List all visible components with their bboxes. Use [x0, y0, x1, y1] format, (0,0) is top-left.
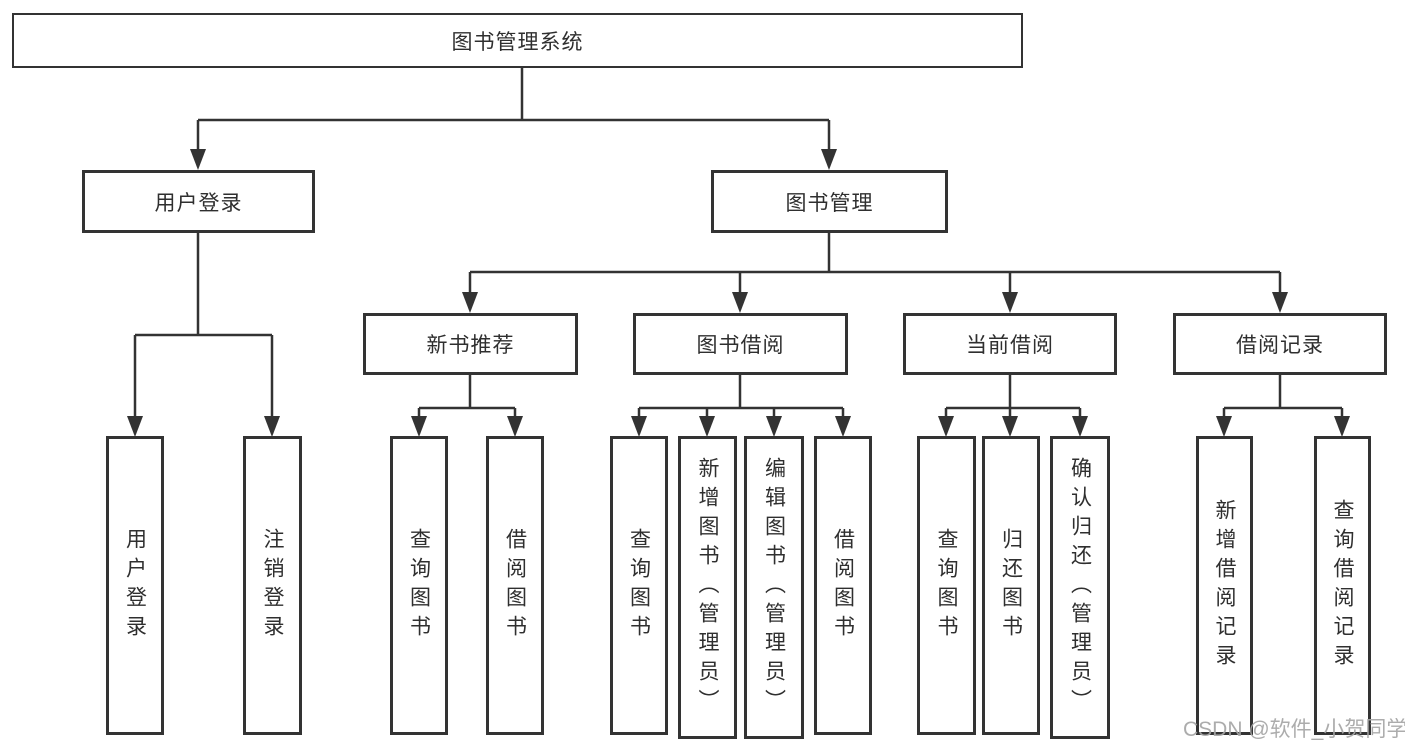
leaf-label: 编辑图书（管理员）: [762, 457, 786, 718]
node-label: 图书管理: [785, 191, 874, 215]
leaf-add-borrow-record: 新增借阅记录: [1196, 436, 1253, 735]
node-user-login: 用户登录: [82, 170, 315, 233]
leaf-label: 借阅图书: [831, 527, 855, 644]
leaf-confirm-return-admin: 确认归还（管理员）: [1050, 436, 1110, 739]
leaf-label: 注销登录: [261, 527, 284, 644]
leaf-query-books-borrowing: 查询图书: [610, 436, 668, 735]
node-label: 用户登录: [154, 191, 243, 215]
leaf-return-books: 归还图书: [982, 436, 1040, 735]
node-new-book-recommendation: 新书推荐: [363, 313, 578, 375]
leaf-label: 查询借阅记录: [1331, 498, 1354, 673]
leaf-query-books-recommend: 查询图书: [390, 436, 448, 735]
leaf-add-books-admin: 新增图书（管理员）: [678, 436, 737, 739]
node-book-borrowing: 图书借阅: [633, 313, 848, 375]
leaf-edit-books-admin: 编辑图书（管理员）: [744, 436, 804, 739]
leaf-borrow-books-borrowing: 借阅图书: [814, 436, 872, 735]
node-label: 新书推荐: [426, 334, 515, 357]
leaf-user-login: 用户登录: [106, 436, 164, 735]
node-book-management: 图书管理: [711, 170, 948, 233]
leaf-label: 查询图书: [407, 527, 431, 644]
leaf-query-borrow-record: 查询借阅记录: [1314, 436, 1371, 735]
leaf-label: 确认归还（管理员）: [1068, 457, 1092, 718]
node-borrowing-records: 借阅记录: [1173, 313, 1387, 375]
leaf-logout: 注销登录: [243, 436, 302, 735]
node-current-borrowing: 当前借阅: [903, 313, 1117, 375]
leaf-label: 查询图书: [627, 527, 651, 644]
csdn-watermark: CSDN @软件_小贺同学: [1183, 718, 1405, 741]
node-library-management-system: 图书管理系统: [12, 13, 1023, 68]
leaf-label: 查询图书: [935, 527, 958, 644]
node-label: 借阅记录: [1236, 334, 1324, 357]
leaf-label: 归还图书: [999, 527, 1023, 644]
leaf-label: 新增借阅记录: [1213, 498, 1236, 673]
node-label: 图书借阅: [696, 334, 785, 357]
leaf-label: 用户登录: [123, 527, 147, 644]
leaf-borrow-books-recommend: 借阅图书: [486, 436, 544, 735]
leaf-query-books-current: 查询图书: [917, 436, 976, 735]
leaf-label: 借阅图书: [503, 527, 527, 644]
leaf-label: 新增图书（管理员）: [696, 457, 719, 718]
node-label: 当前借阅: [966, 334, 1054, 357]
node-label: 图书管理系统: [451, 30, 584, 54]
